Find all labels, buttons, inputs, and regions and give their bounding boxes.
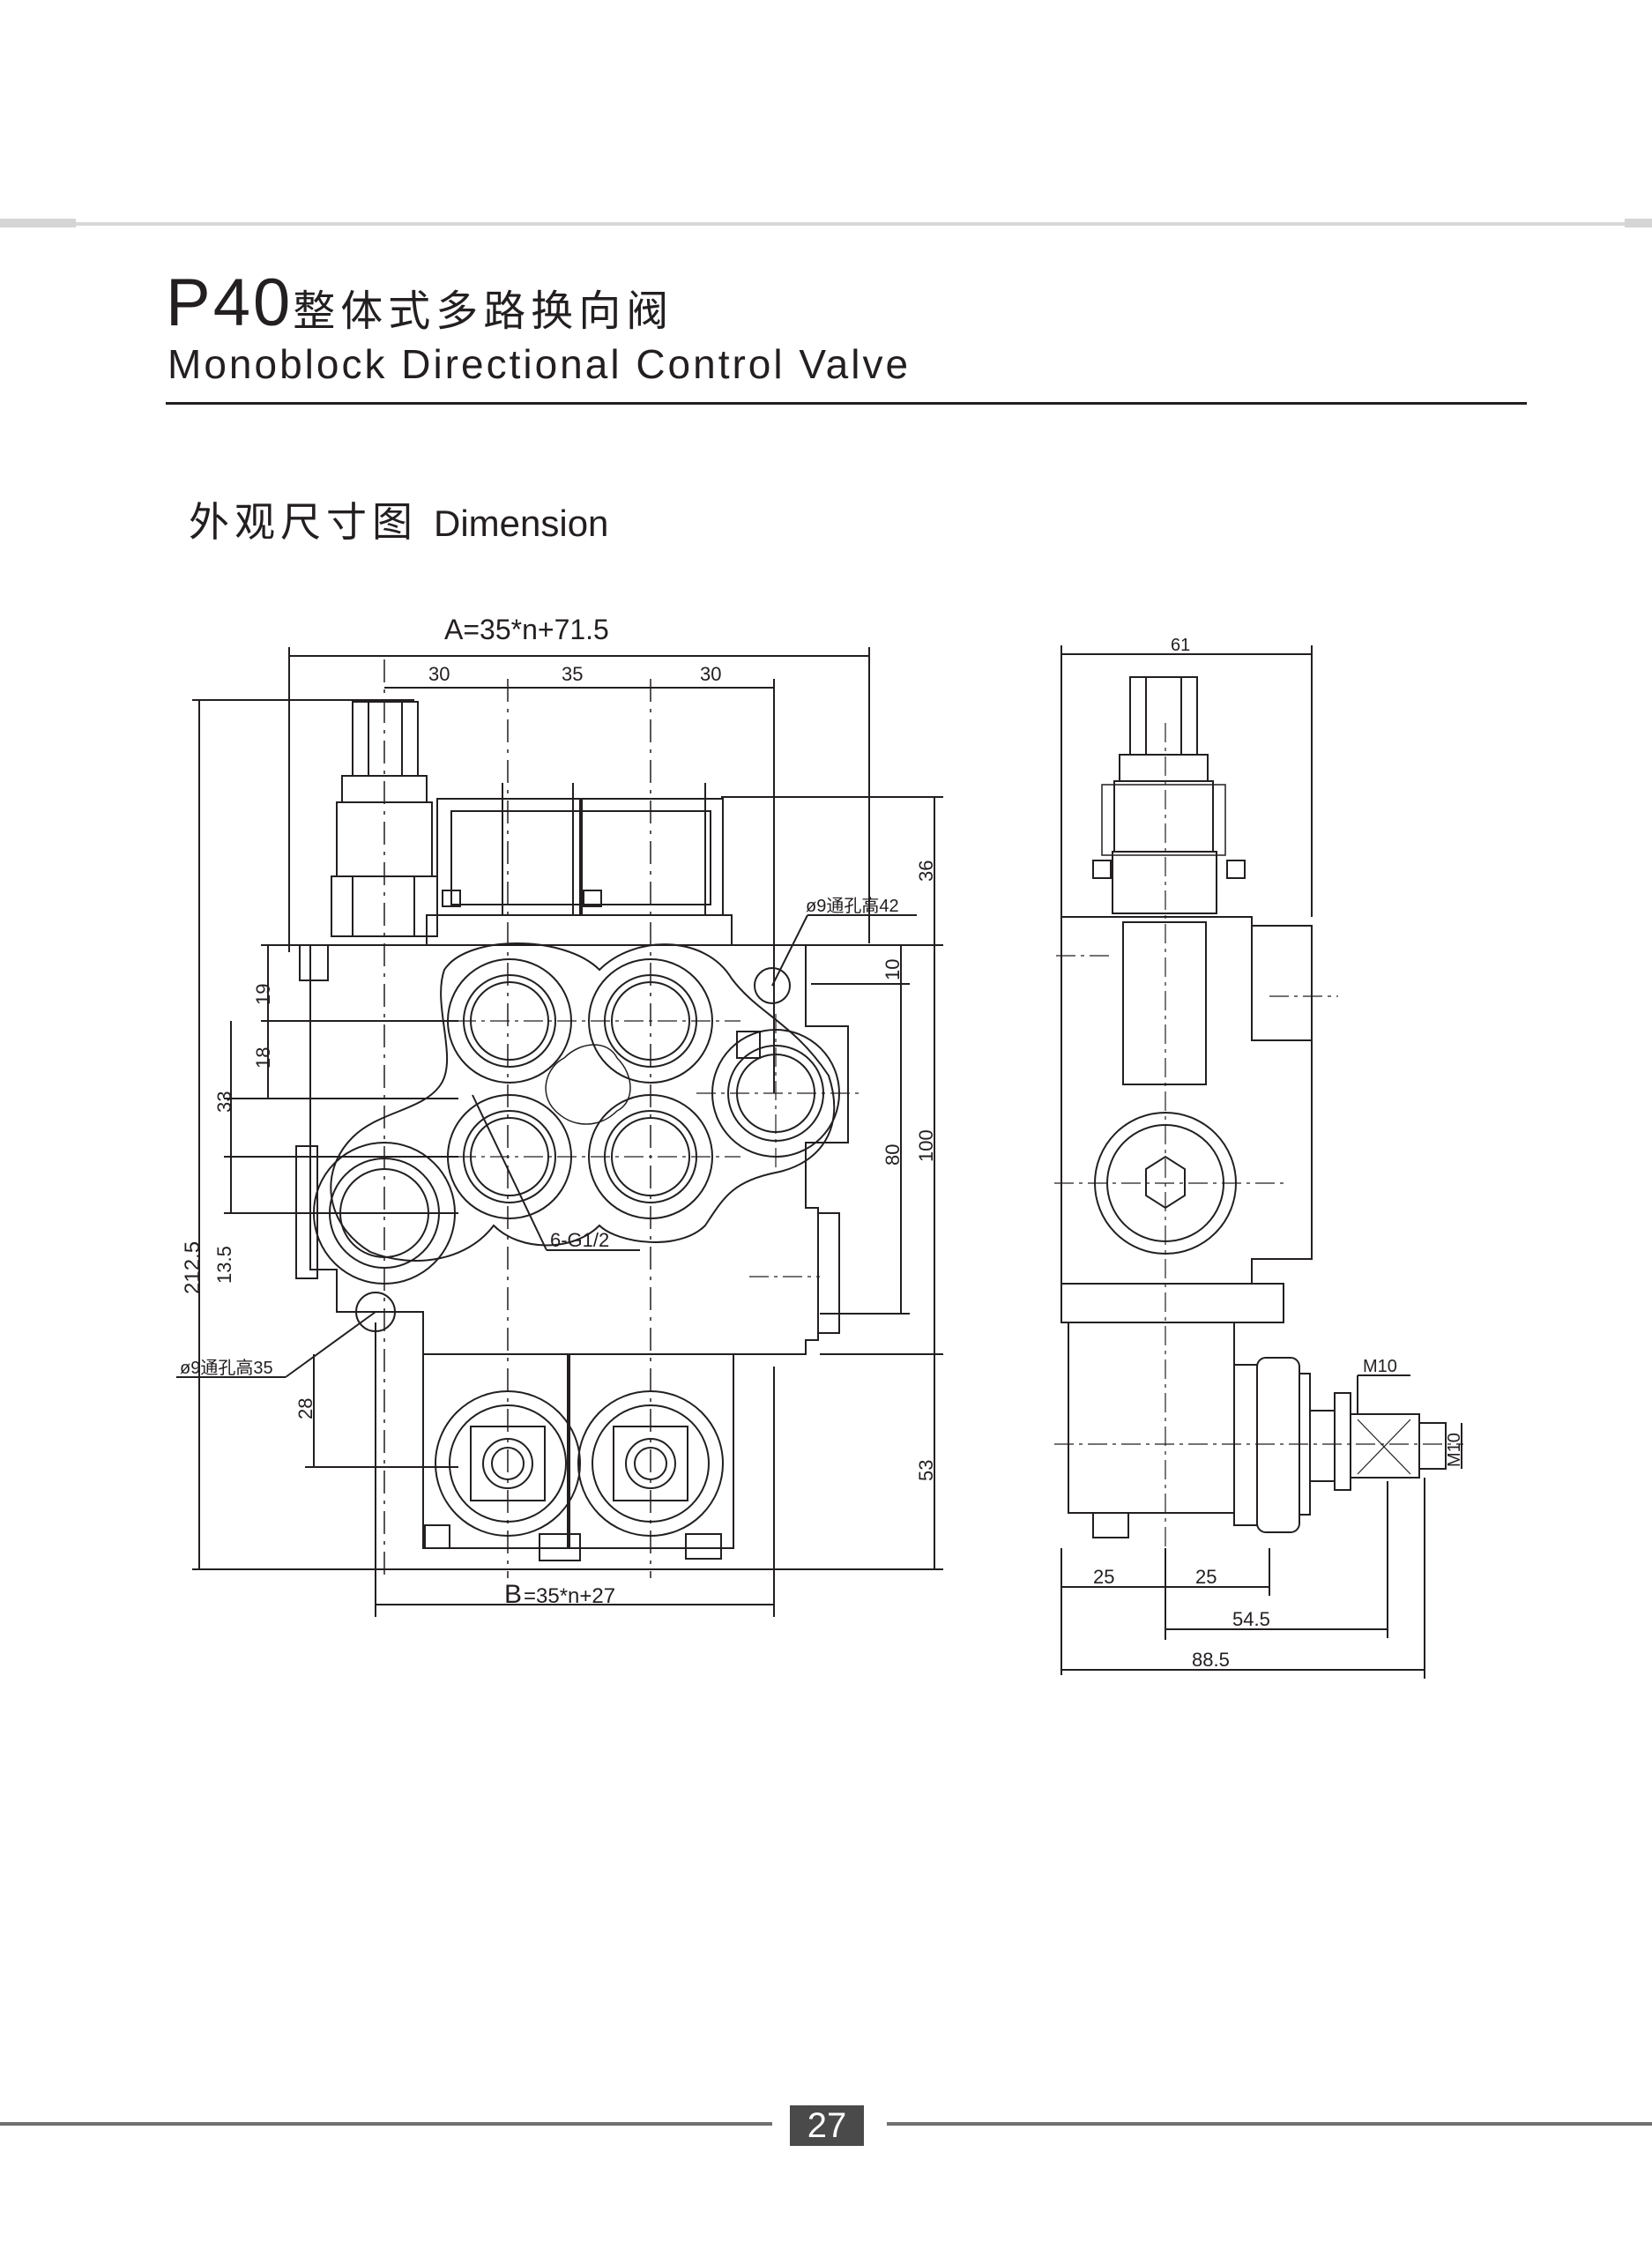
- dim-30-left: 30: [428, 663, 450, 685]
- footer-rule-right: [887, 2122, 1652, 2126]
- dim-100: 100: [915, 1129, 937, 1162]
- top-dimension-row: 30 35 30: [383, 659, 775, 1578]
- model-code: P40: [166, 265, 294, 340]
- header-right-tab: [1625, 219, 1652, 227]
- page-title: P40整体式多路换向阀: [166, 264, 673, 341]
- side-center-lines: [1054, 723, 1463, 1578]
- dim-19: 19: [252, 984, 274, 1005]
- header-top-rule: [0, 222, 1652, 226]
- front-view: A=35*n+71.5 30 35 30 212.5: [176, 614, 943, 1617]
- dim-13-5: 13.5: [213, 1246, 235, 1284]
- side-dim-88-5: 88.5: [1192, 1649, 1230, 1671]
- formula-b-label: =35*n+27: [524, 1584, 615, 1608]
- footer-rule-left: [0, 2122, 772, 2126]
- top-caps: [426, 783, 733, 946]
- side-dim-54-5: 54.5: [1232, 1608, 1270, 1630]
- dim-10: 10: [882, 959, 904, 980]
- valve-body: [295, 942, 849, 1355]
- title-chinese: 整体式多路换向阀: [293, 287, 674, 336]
- spool-stem: [331, 701, 438, 937]
- thread-label-side: M10: [1445, 1433, 1464, 1467]
- thread-label-top: M10: [1363, 1357, 1397, 1376]
- callout-hole-35: ø9通孔高35: [180, 1358, 273, 1378]
- dim-36: 36: [915, 860, 937, 882]
- section-title-english: Dimension: [434, 503, 609, 544]
- side-dim-25-left: 25: [1093, 1566, 1114, 1588]
- dim-80: 80: [882, 1144, 904, 1166]
- title-english: Monoblock Directional Control Valve: [167, 341, 912, 387]
- side-view: 61: [1054, 636, 1464, 1679]
- page-number: 27: [790, 2105, 864, 2146]
- side-dim-25-right: 25: [1195, 1566, 1217, 1588]
- dimension-b: B =35*n+27: [375, 1322, 775, 1617]
- lower-section: [422, 1353, 734, 1561]
- dim-18: 18: [252, 1047, 274, 1069]
- header-left-tab: [0, 219, 76, 227]
- callout-ports: 6-G1/2: [550, 1229, 609, 1251]
- dim-28: 28: [294, 1398, 316, 1419]
- dim-30-right: 30: [700, 663, 721, 685]
- dim-33: 33: [213, 1091, 235, 1113]
- formula-a-label: A=35*n+71.5: [444, 614, 609, 645]
- dim-212-5: 212.5: [181, 1241, 205, 1294]
- section-title-chinese: 外观尺寸图: [189, 498, 418, 546]
- callouts: ø9通孔高42 ø9通孔高35 6-G1/2: [176, 896, 917, 1378]
- section-heading: 外观尺寸图 Dimension: [189, 490, 608, 548]
- dim-35: 35: [562, 663, 583, 685]
- title-underline: [166, 402, 1527, 405]
- formula-b-letter: B: [504, 1580, 522, 1609]
- dimension-right-stack: 36 10 80 100 53: [721, 796, 943, 1569]
- side-dim-61: 61: [1171, 636, 1190, 655]
- center-lines: [300, 1014, 864, 1277]
- callout-hole-42: ø9通孔高42: [806, 896, 899, 916]
- ports: [313, 958, 840, 1332]
- dimension-a: A=35*n+71.5: [288, 614, 870, 952]
- dim-53: 53: [915, 1460, 937, 1481]
